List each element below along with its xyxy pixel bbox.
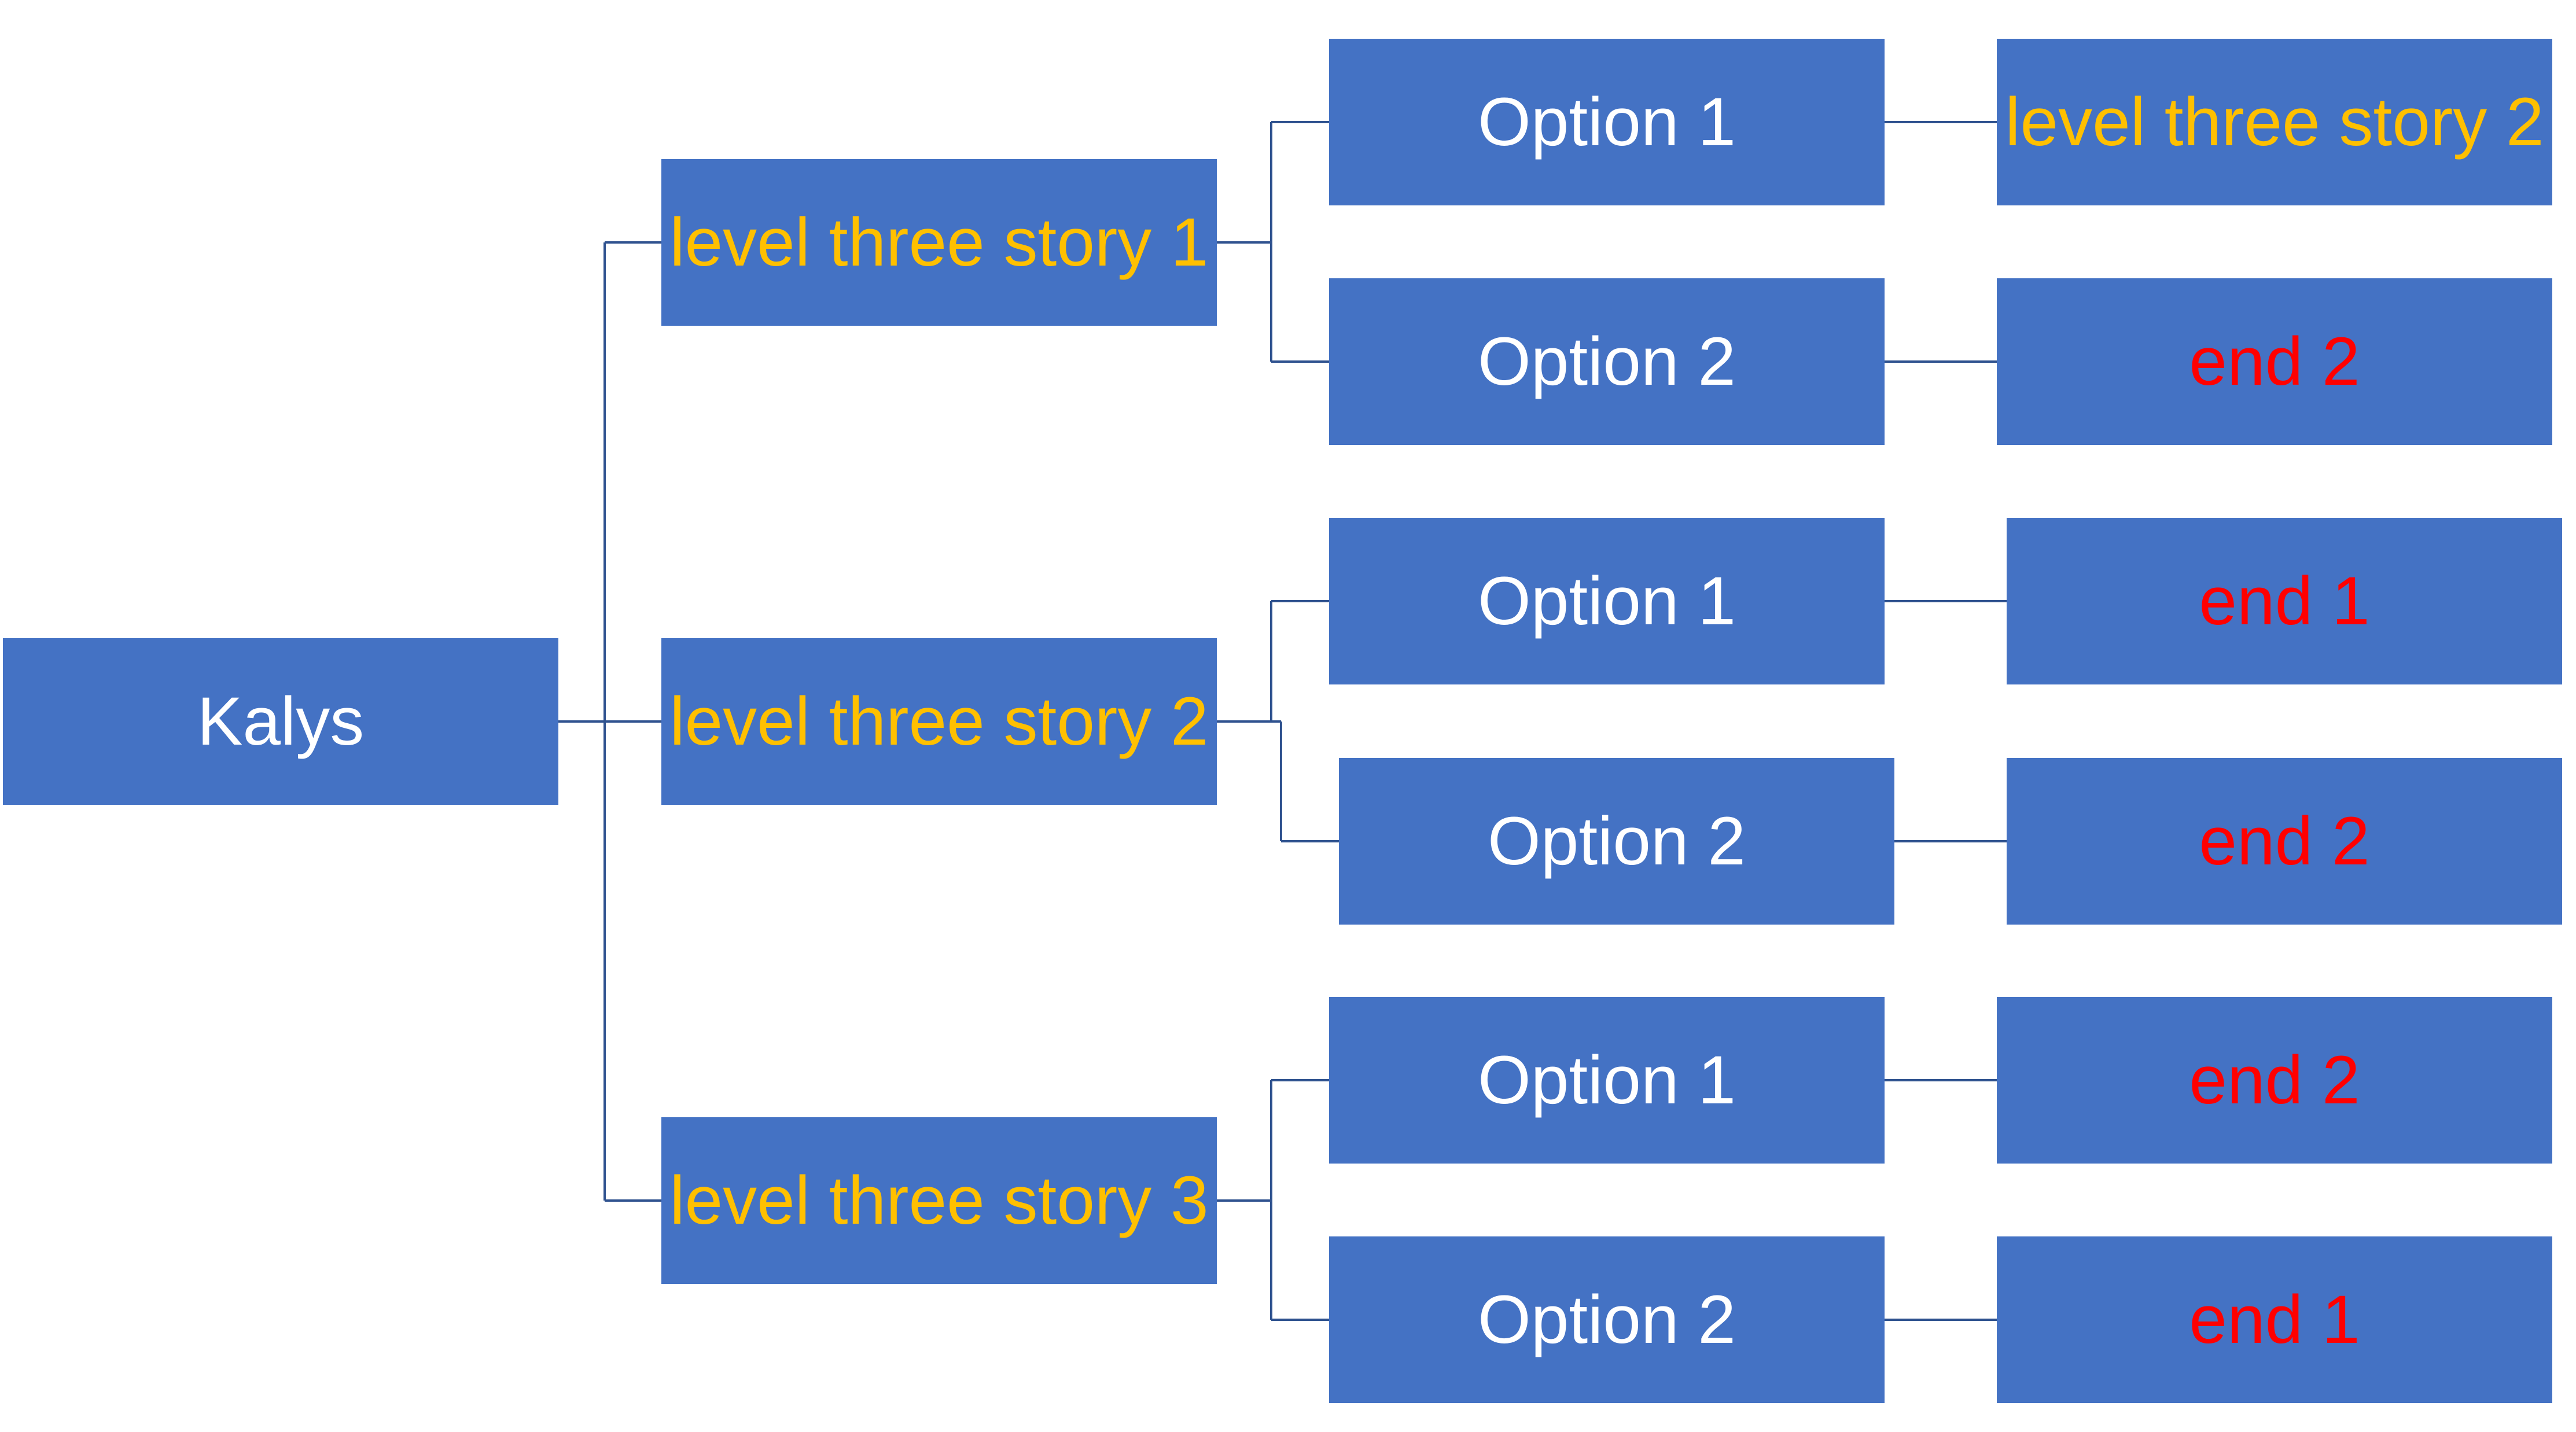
root-node: Kalys (3, 638, 558, 805)
outcome-node-1-1: level three story 2 (1997, 39, 2552, 205)
option-node-label: Option 2 (1487, 803, 1746, 879)
option-node-label: Option 2 (1477, 1282, 1736, 1358)
outcome-node-label: end 1 (2199, 563, 2370, 639)
outcome-node-label: end 2 (2189, 1042, 2360, 1118)
option-node-label: Option 1 (1477, 84, 1736, 160)
story-node-label: level three story 2 (669, 683, 1209, 760)
story-node-3: level three story 3 (661, 1117, 1217, 1284)
story-node-label: level three story 3 (669, 1162, 1209, 1239)
outcome-node-label: level three story 2 (2005, 84, 2544, 160)
story-node-2: level three story 2 (661, 638, 1217, 805)
outcome-node-label: end 2 (2189, 323, 2360, 400)
root-node-label: Kalys (197, 683, 365, 760)
outcome-node-label: end 2 (2199, 803, 2370, 879)
option-node-label: Option 2 (1477, 323, 1736, 400)
option-node-label: Option 1 (1477, 1042, 1736, 1118)
outcome-node-1-2: end 2 (1997, 278, 2552, 445)
option-node-1-2: Option 2 (1329, 278, 1885, 445)
story-node-1: level three story 1 (661, 159, 1217, 326)
option-node-label: Option 1 (1477, 563, 1736, 639)
option-node-2-2: Option 2 (1339, 758, 1894, 925)
outcome-node-2-1: end 1 (2007, 518, 2562, 684)
outcome-node-2-2: end 2 (2007, 758, 2562, 925)
option-node-1-1: Option 1 (1329, 39, 1885, 205)
story-node-label: level three story 1 (669, 204, 1209, 281)
option-node-2-1: Option 1 (1329, 518, 1885, 684)
outcome-node-3-2: end 1 (1997, 1236, 2552, 1403)
outcome-node-3-1: end 2 (1997, 997, 2552, 1164)
option-node-3-1: Option 1 (1329, 997, 1885, 1164)
option-node-3-2: Option 2 (1329, 1236, 1885, 1403)
outcome-node-label: end 1 (2189, 1282, 2360, 1358)
